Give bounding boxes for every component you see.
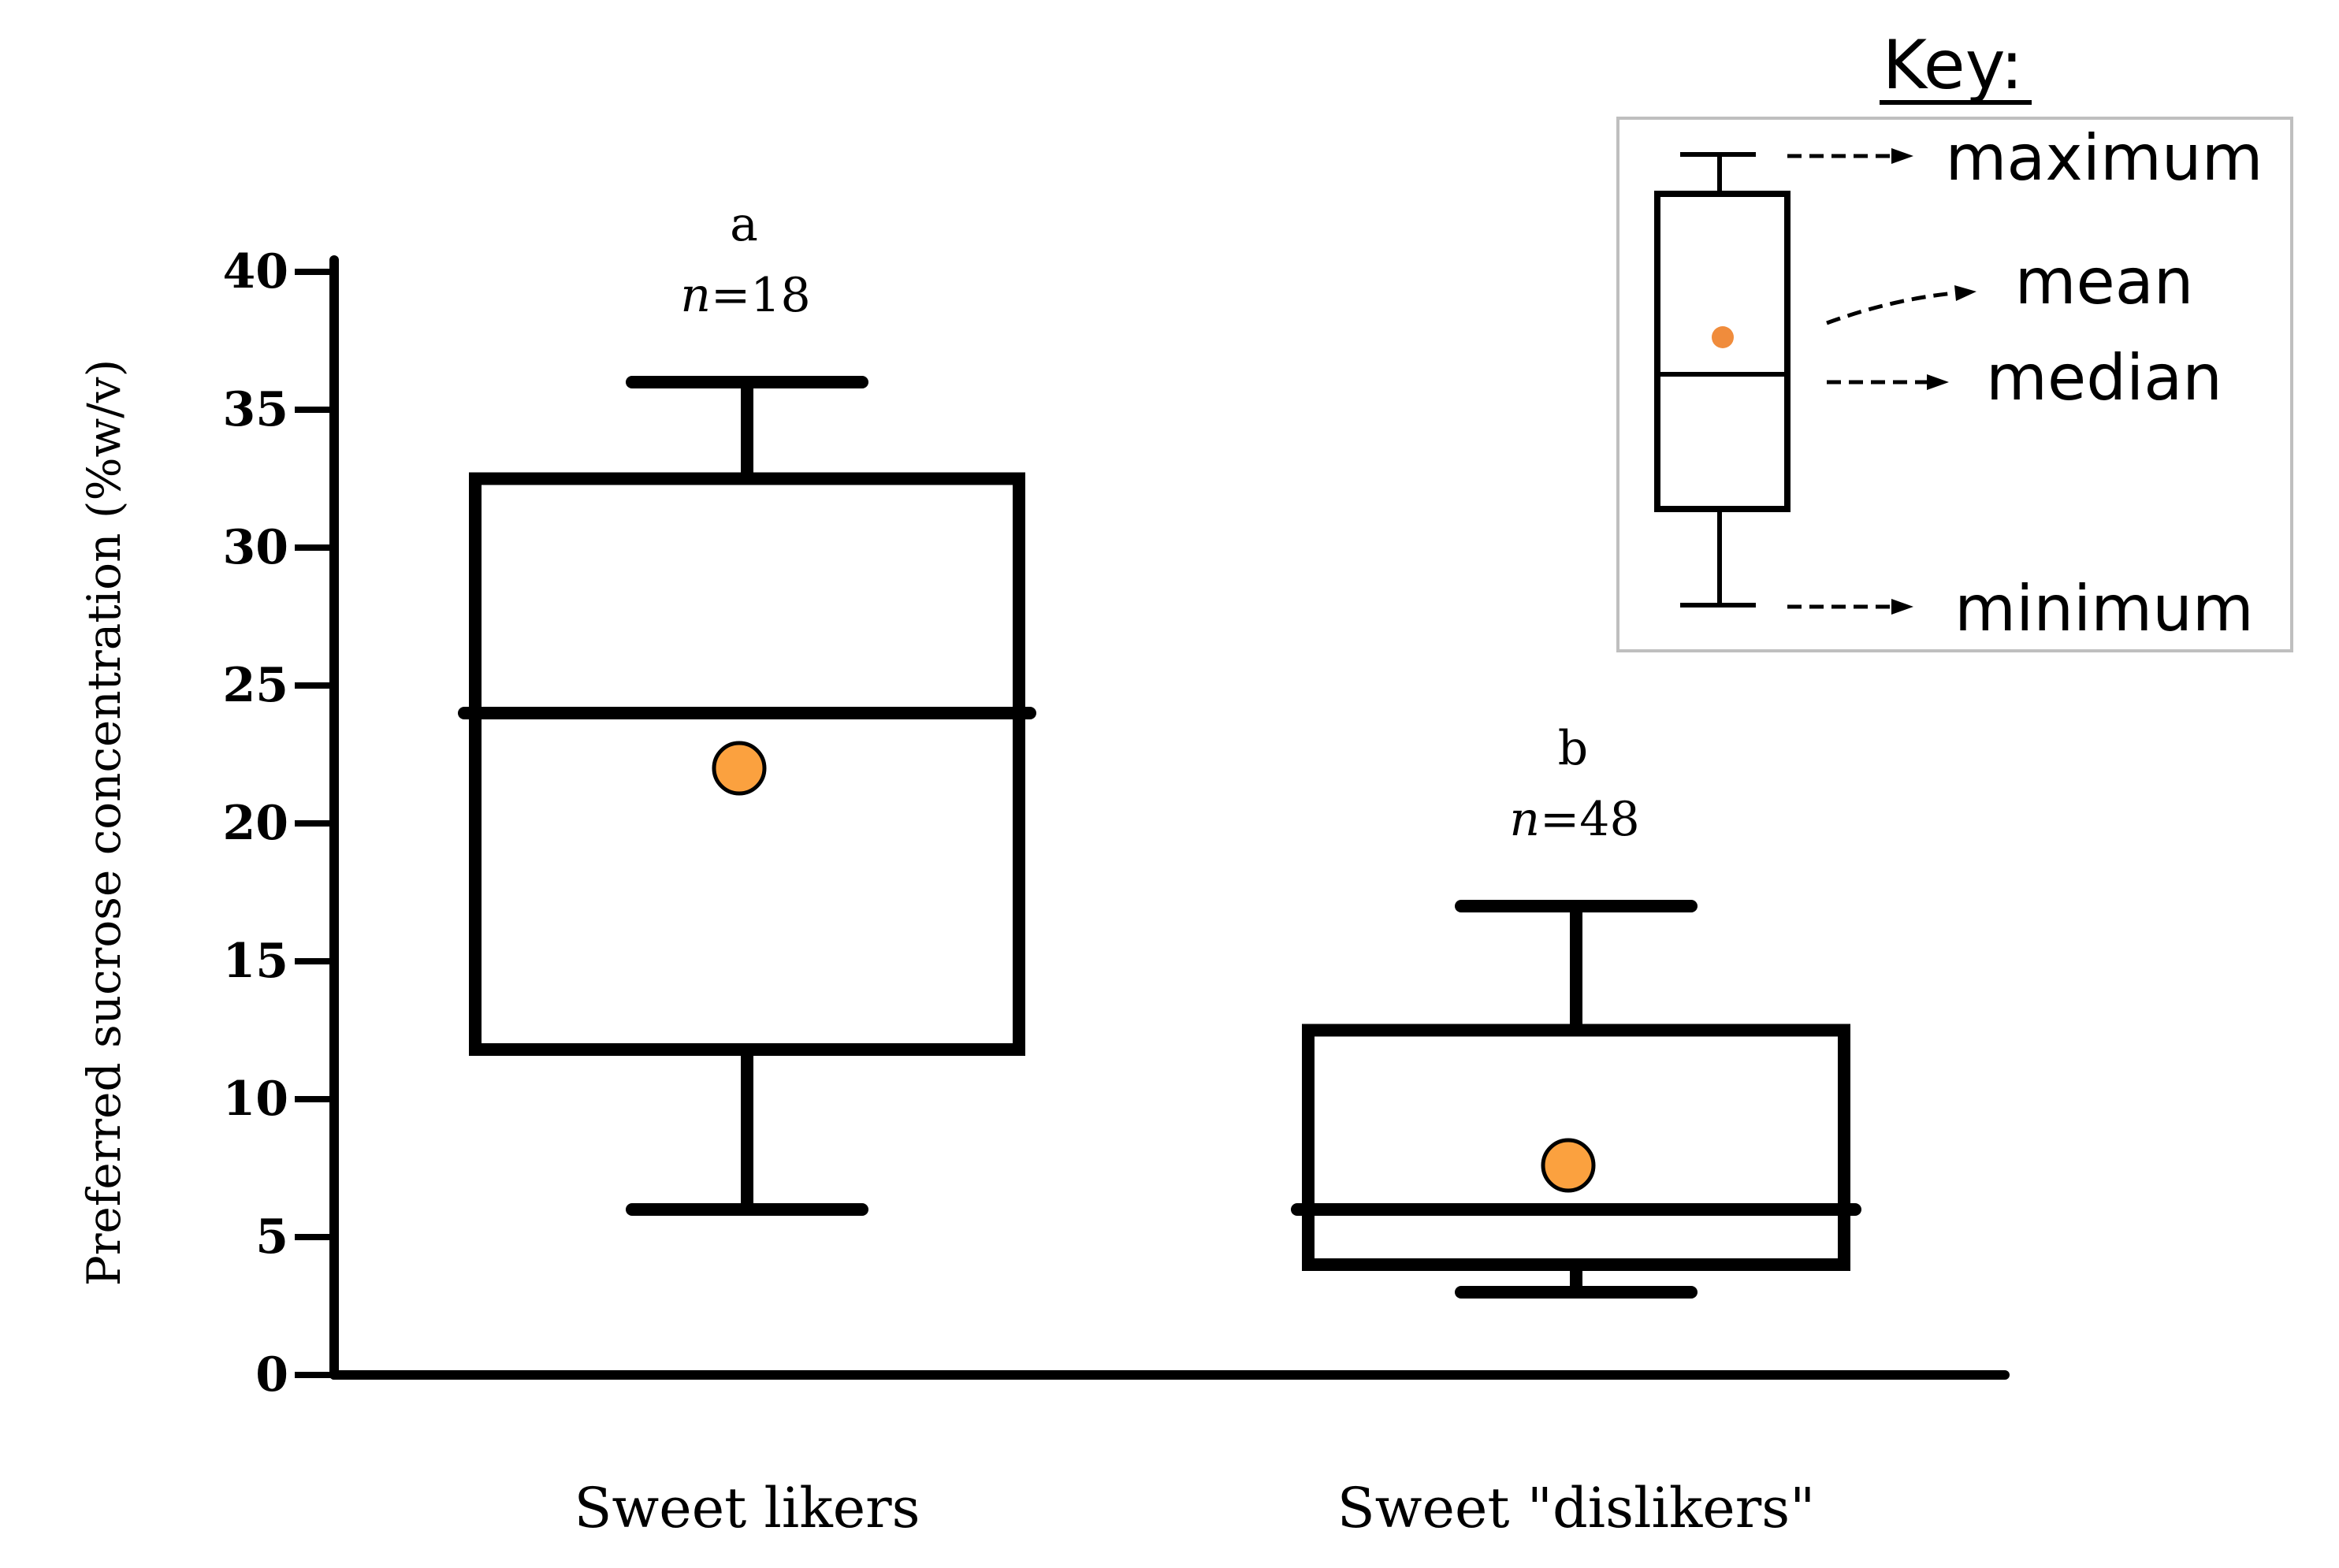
y-tick-label: 30 [223, 520, 289, 575]
legend-box-glyph [1654, 152, 1791, 608]
sample-size-label: n=48 [1509, 792, 1639, 847]
sample-size-n: n [1509, 792, 1540, 847]
legend-item-mean: mean [2015, 245, 2194, 318]
mean-marker [1541, 1138, 1596, 1193]
legend-item-median: median [1986, 341, 2222, 414]
legend-item-maximum: maximum [1945, 121, 2263, 195]
y-tick-label: 5 [255, 1209, 288, 1265]
sample-size-label: n=18 [680, 268, 810, 323]
y-tick-label: 40 [223, 244, 289, 299]
y-tick-label: 15 [223, 934, 289, 989]
y-axis-title: Preferred sucrose concentration (%w/v) [77, 359, 131, 1286]
y-tick-label: 35 [223, 382, 289, 437]
box-group: bn=48 [1291, 721, 1861, 1299]
legend-item-minimum: minimum [1954, 572, 2254, 645]
mean-marker [712, 741, 767, 796]
sample-size-value: =18 [711, 268, 811, 323]
y-tick-label: 20 [223, 796, 289, 851]
x-category-label: Sweet likers [574, 1476, 920, 1540]
y-tick-label: 25 [223, 658, 289, 713]
sample-size-n: n [680, 268, 711, 323]
sample-size-value: =48 [1540, 792, 1640, 847]
significance-letter: a [730, 197, 758, 252]
x-category-label: Sweet "dislikers" [1337, 1476, 1816, 1540]
box-group: an=18 [458, 197, 1036, 1216]
legend-arrowheads [1891, 148, 1976, 615]
legend-arrows [1787, 154, 1955, 609]
legend-mean-dot [1712, 326, 1734, 348]
legend-title: Key: [1883, 26, 2024, 105]
x-labels-group: Sweet likers Sweet "dislikers" [574, 1476, 1815, 1540]
significance-letter: b [1558, 721, 1588, 776]
legend: Key: maximum mean median m [1616, 26, 2293, 652]
y-tick-label: 10 [223, 1072, 289, 1127]
legend-frame [1616, 117, 2293, 652]
y-tick-label: 0 [255, 1347, 288, 1403]
y-ticks-group: 0 5 10 15 20 25 30 35 40 [223, 244, 334, 1403]
